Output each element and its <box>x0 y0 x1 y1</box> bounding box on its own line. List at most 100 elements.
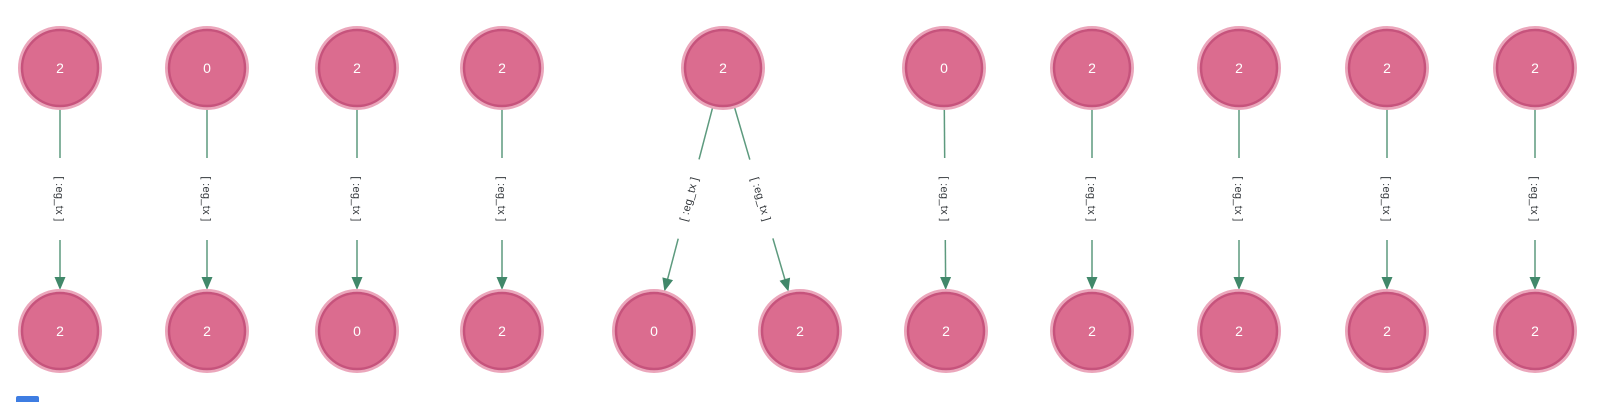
edge-arrowhead <box>54 277 66 290</box>
graph-edge[interactable]: [ :eg_tx ] <box>733 106 791 292</box>
graph-node[interactable]: 2 <box>315 26 399 110</box>
edge-label-group: [ :eg_tx ] <box>1230 158 1248 240</box>
edge-label-background <box>1230 158 1248 240</box>
edge-label-group: [ :eg_tx ] <box>741 157 782 241</box>
edge-label: [ :eg_tx ] <box>1232 176 1244 221</box>
edge-label: [ :eg_tx ] <box>350 176 362 221</box>
node-body <box>1347 28 1427 108</box>
graph-edge[interactable]: [ :eg_tx ] <box>1526 108 1544 290</box>
node-halo <box>18 289 102 373</box>
node-halo <box>681 26 765 110</box>
node-body <box>614 291 694 371</box>
node-halo <box>1345 289 1429 373</box>
edge-label-background <box>936 157 954 241</box>
node-body <box>20 28 100 108</box>
graph-edge[interactable]: [ :eg_tx ] <box>493 108 511 290</box>
graph-node[interactable]: 0 <box>902 26 986 110</box>
edge-arrowhead <box>1529 277 1541 290</box>
graph-node[interactable]: 2 <box>165 289 249 373</box>
node-halo <box>1050 289 1134 373</box>
graph-node[interactable]: 2 <box>1050 289 1134 373</box>
bottom-left-partial-element[interactable] <box>16 396 39 402</box>
edge-label-background <box>51 158 69 240</box>
edge-arrowhead <box>1233 277 1245 290</box>
edge-label: [ :eg_tx ] <box>1085 176 1097 221</box>
node-body <box>1052 28 1132 108</box>
graph-node[interactable]: 0 <box>165 26 249 110</box>
edge-label-group: [ :eg_tx ] <box>936 157 954 241</box>
node-body <box>1347 291 1427 371</box>
node-body <box>167 291 247 371</box>
edge-arrowhead <box>662 277 674 292</box>
edge-label-group: [ :eg_tx ] <box>348 158 366 240</box>
graph-node[interactable]: 2 <box>460 289 544 373</box>
node-body <box>1052 291 1132 371</box>
edge-label-background <box>670 157 708 241</box>
graph-node[interactable]: 0 <box>612 289 696 373</box>
graph-node[interactable]: 2 <box>1493 26 1577 110</box>
node-halo <box>758 289 842 373</box>
graph-node[interactable]: 2 <box>1197 289 1281 373</box>
graph-node[interactable]: 2 <box>1345 289 1429 373</box>
graph-edge[interactable]: [ :eg_tx ] <box>348 108 366 290</box>
graph-node[interactable]: 2 <box>681 26 765 110</box>
edge-arrowhead <box>1381 277 1393 290</box>
graph-node[interactable]: 2 <box>18 26 102 110</box>
node-body <box>683 28 763 108</box>
node-halo <box>1493 289 1577 373</box>
node-caption: 2 <box>1531 60 1539 76</box>
graph-node[interactable]: 2 <box>1493 289 1577 373</box>
edge-label-group: [ :eg_tx ] <box>1083 158 1101 240</box>
node-caption: 2 <box>1531 323 1539 339</box>
edge-label: [ :eg_tx ] <box>1528 176 1540 221</box>
node-halo <box>1345 26 1429 110</box>
graph-edge[interactable]: [ :eg_tx ] <box>1230 108 1248 290</box>
node-body <box>1199 28 1279 108</box>
graph-edge[interactable]: [ :eg_tx ] <box>198 108 216 290</box>
node-body <box>760 291 840 371</box>
node-halo <box>315 289 399 373</box>
graph-node[interactable]: 2 <box>758 289 842 373</box>
graph-node[interactable]: 2 <box>18 289 102 373</box>
node-halo <box>1197 26 1281 110</box>
node-body <box>167 28 247 108</box>
graph-edge[interactable]: [ :eg_tx ] <box>936 107 954 291</box>
node-caption: 0 <box>650 323 658 339</box>
edge-arrowhead <box>940 276 952 291</box>
node-body <box>317 28 397 108</box>
node-caption: 2 <box>56 60 64 76</box>
node-halo <box>315 26 399 110</box>
graph-node[interactable]: 2 <box>904 289 988 373</box>
node-halo <box>904 289 988 373</box>
graph-edge[interactable]: [ :eg_tx ] <box>662 106 714 292</box>
graph-node[interactable]: 0 <box>315 289 399 373</box>
node-halo <box>165 289 249 373</box>
edge-arrowhead <box>201 277 213 290</box>
graph-edge[interactable]: [ :eg_tx ] <box>1083 108 1101 290</box>
node-halo <box>612 289 696 373</box>
node-halo <box>902 26 986 110</box>
edge-label: [ :eg_tx ] <box>495 176 507 221</box>
graph-edge[interactable]: [ :eg_tx ] <box>1378 108 1396 290</box>
graph-node[interactable]: 2 <box>1197 26 1281 110</box>
graph-node[interactable]: 2 <box>1050 26 1134 110</box>
node-caption: 2 <box>56 323 64 339</box>
edge-arrowhead <box>779 277 791 292</box>
edge-label-background <box>1083 158 1101 240</box>
graph-node[interactable]: 2 <box>1345 26 1429 110</box>
graph-node[interactable]: 2 <box>460 26 544 110</box>
edge-label-group: [ :eg_tx ] <box>51 158 69 240</box>
node-body <box>1199 291 1279 371</box>
node-halo <box>1050 26 1134 110</box>
node-caption: 0 <box>940 60 948 76</box>
node-halo <box>460 289 544 373</box>
node-caption: 2 <box>1088 323 1096 339</box>
node-body <box>20 291 100 371</box>
node-caption: 2 <box>796 323 804 339</box>
node-halo <box>18 26 102 110</box>
graph-edge[interactable]: [ :eg_tx ] <box>51 108 69 290</box>
edge-label: [ :eg_tx ] <box>1380 176 1392 221</box>
node-body <box>462 291 542 371</box>
node-caption: 2 <box>203 323 211 339</box>
